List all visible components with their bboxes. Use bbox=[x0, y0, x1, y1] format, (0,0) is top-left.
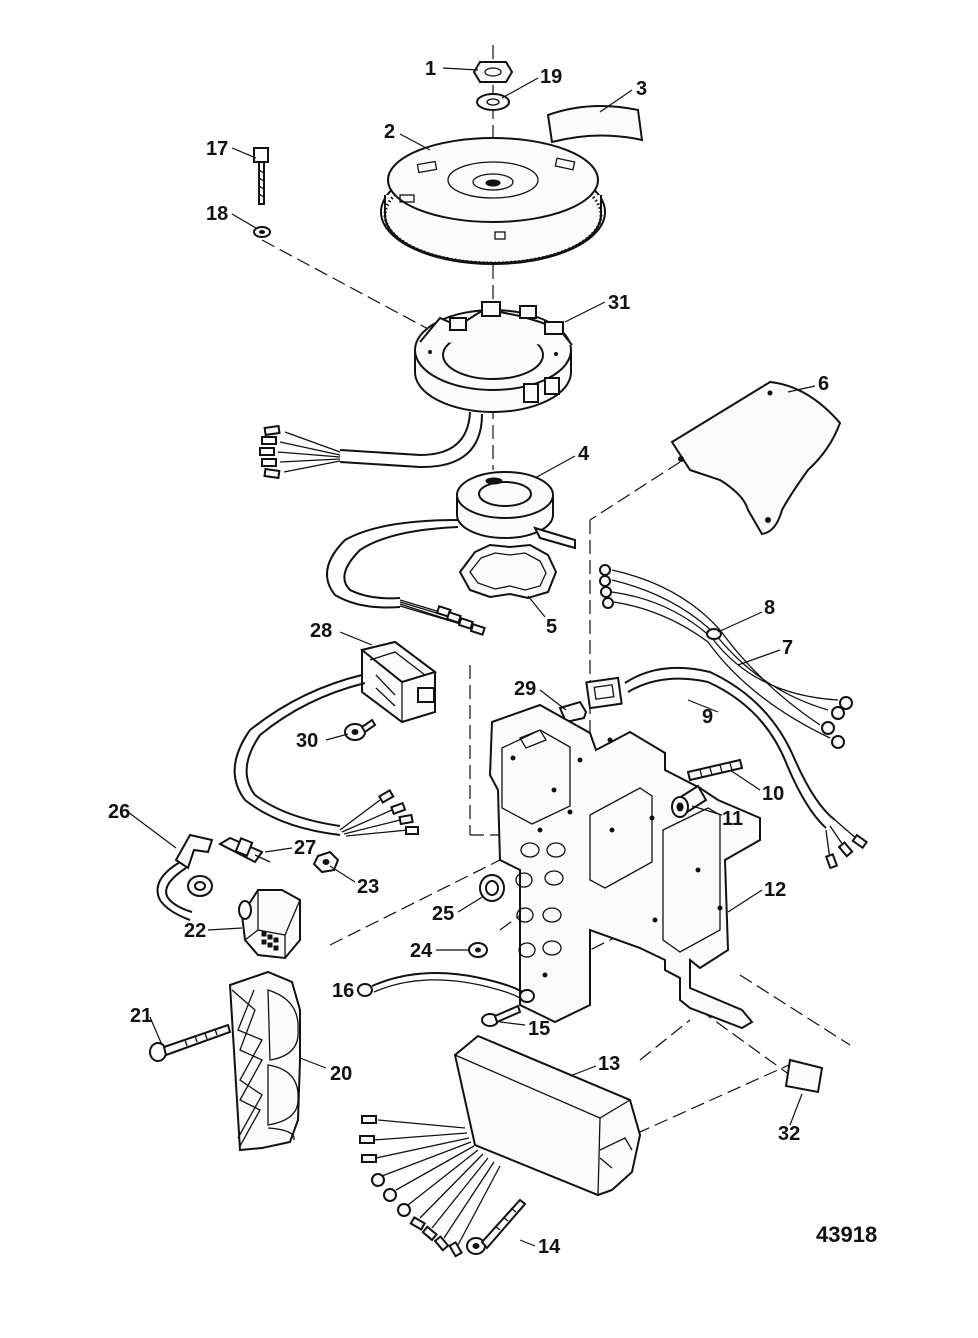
ignition-coil-part bbox=[238, 889, 301, 960]
callout-8: 8 bbox=[764, 597, 775, 619]
bushing-part-11 bbox=[671, 784, 708, 818]
screw-part-15 bbox=[481, 1004, 522, 1027]
callout-leader-lines bbox=[127, 67, 816, 1247]
grommet-part bbox=[479, 874, 505, 902]
decal-part bbox=[546, 105, 644, 144]
callout-11: 11 bbox=[722, 808, 743, 830]
connector-wire-part bbox=[585, 666, 869, 870]
stud-part bbox=[686, 758, 744, 782]
screw-part-17 bbox=[253, 147, 269, 205]
callout-13: 13 bbox=[598, 1053, 620, 1075]
callout-19: 19 bbox=[540, 66, 562, 88]
callout-25: 25 bbox=[432, 903, 454, 925]
ground-strap-part bbox=[357, 972, 535, 1003]
stator-part bbox=[414, 301, 573, 413]
callout-18: 18 bbox=[206, 203, 228, 225]
rectifier-wire-harness bbox=[233, 674, 419, 837]
callout-6: 6 bbox=[818, 373, 829, 395]
cable-tie-part bbox=[706, 628, 722, 640]
figure-number: 43918 bbox=[816, 1222, 877, 1247]
callout-14: 14 bbox=[538, 1236, 561, 1258]
screw-part-14 bbox=[466, 1198, 527, 1255]
flywheel-part bbox=[380, 137, 606, 265]
callout-12: 12 bbox=[764, 879, 786, 901]
ground-wire-harness-part bbox=[599, 564, 853, 749]
coil-bracket-part bbox=[228, 970, 301, 1152]
switch-box-part bbox=[453, 1034, 642, 1197]
callout-32: 32 bbox=[778, 1123, 800, 1145]
callout-29: 29 bbox=[514, 678, 536, 700]
mounting-plate-part bbox=[488, 703, 761, 1030]
rectifier-part bbox=[359, 640, 438, 724]
stator-wire-harness bbox=[259, 411, 483, 480]
callout-15: 15 bbox=[528, 1018, 550, 1040]
retainer-ring-part bbox=[458, 543, 558, 600]
callout-20: 20 bbox=[330, 1063, 352, 1085]
switch-box-wire-harness bbox=[359, 1115, 501, 1258]
callout-10: 10 bbox=[762, 783, 784, 805]
callout-4: 4 bbox=[578, 443, 590, 465]
flywheel-nut-part bbox=[472, 61, 514, 83]
callout-30: 30 bbox=[296, 730, 318, 752]
callout-16: 16 bbox=[332, 980, 354, 1002]
callout-27: 27 bbox=[294, 837, 316, 859]
trigger-part bbox=[456, 471, 576, 550]
callout-labels: 1 19 3 2 17 18 31 6 4 5 8 7 28 29 9 30 1… bbox=[108, 58, 829, 1258]
callout-24: 24 bbox=[410, 940, 433, 962]
washer-part-19 bbox=[476, 93, 510, 111]
nut-part-24 bbox=[468, 942, 488, 958]
callout-2: 2 bbox=[384, 121, 395, 143]
callout-23: 23 bbox=[357, 876, 379, 898]
callout-3: 3 bbox=[636, 78, 647, 100]
callout-26: 26 bbox=[108, 801, 130, 823]
bracket-cover-part bbox=[670, 380, 842, 536]
callout-21: 21 bbox=[130, 1005, 152, 1027]
callout-31: 31 bbox=[608, 292, 630, 314]
bolt-part-21 bbox=[149, 1023, 232, 1062]
callout-1: 1 bbox=[425, 58, 436, 80]
callout-17: 17 bbox=[206, 138, 228, 160]
pad-part-32 bbox=[784, 1058, 824, 1094]
callout-22: 22 bbox=[184, 920, 206, 942]
trigger-wire-harness bbox=[326, 519, 486, 636]
spark-plug-part bbox=[217, 836, 271, 864]
callout-9: 9 bbox=[702, 706, 713, 728]
callout-28: 28 bbox=[310, 620, 332, 642]
washer-part-18 bbox=[253, 226, 271, 238]
screw-part-30 bbox=[344, 718, 377, 741]
callout-5: 5 bbox=[546, 616, 557, 638]
callout-7: 7 bbox=[782, 637, 793, 659]
spark-plug-lead-part bbox=[156, 833, 214, 921]
